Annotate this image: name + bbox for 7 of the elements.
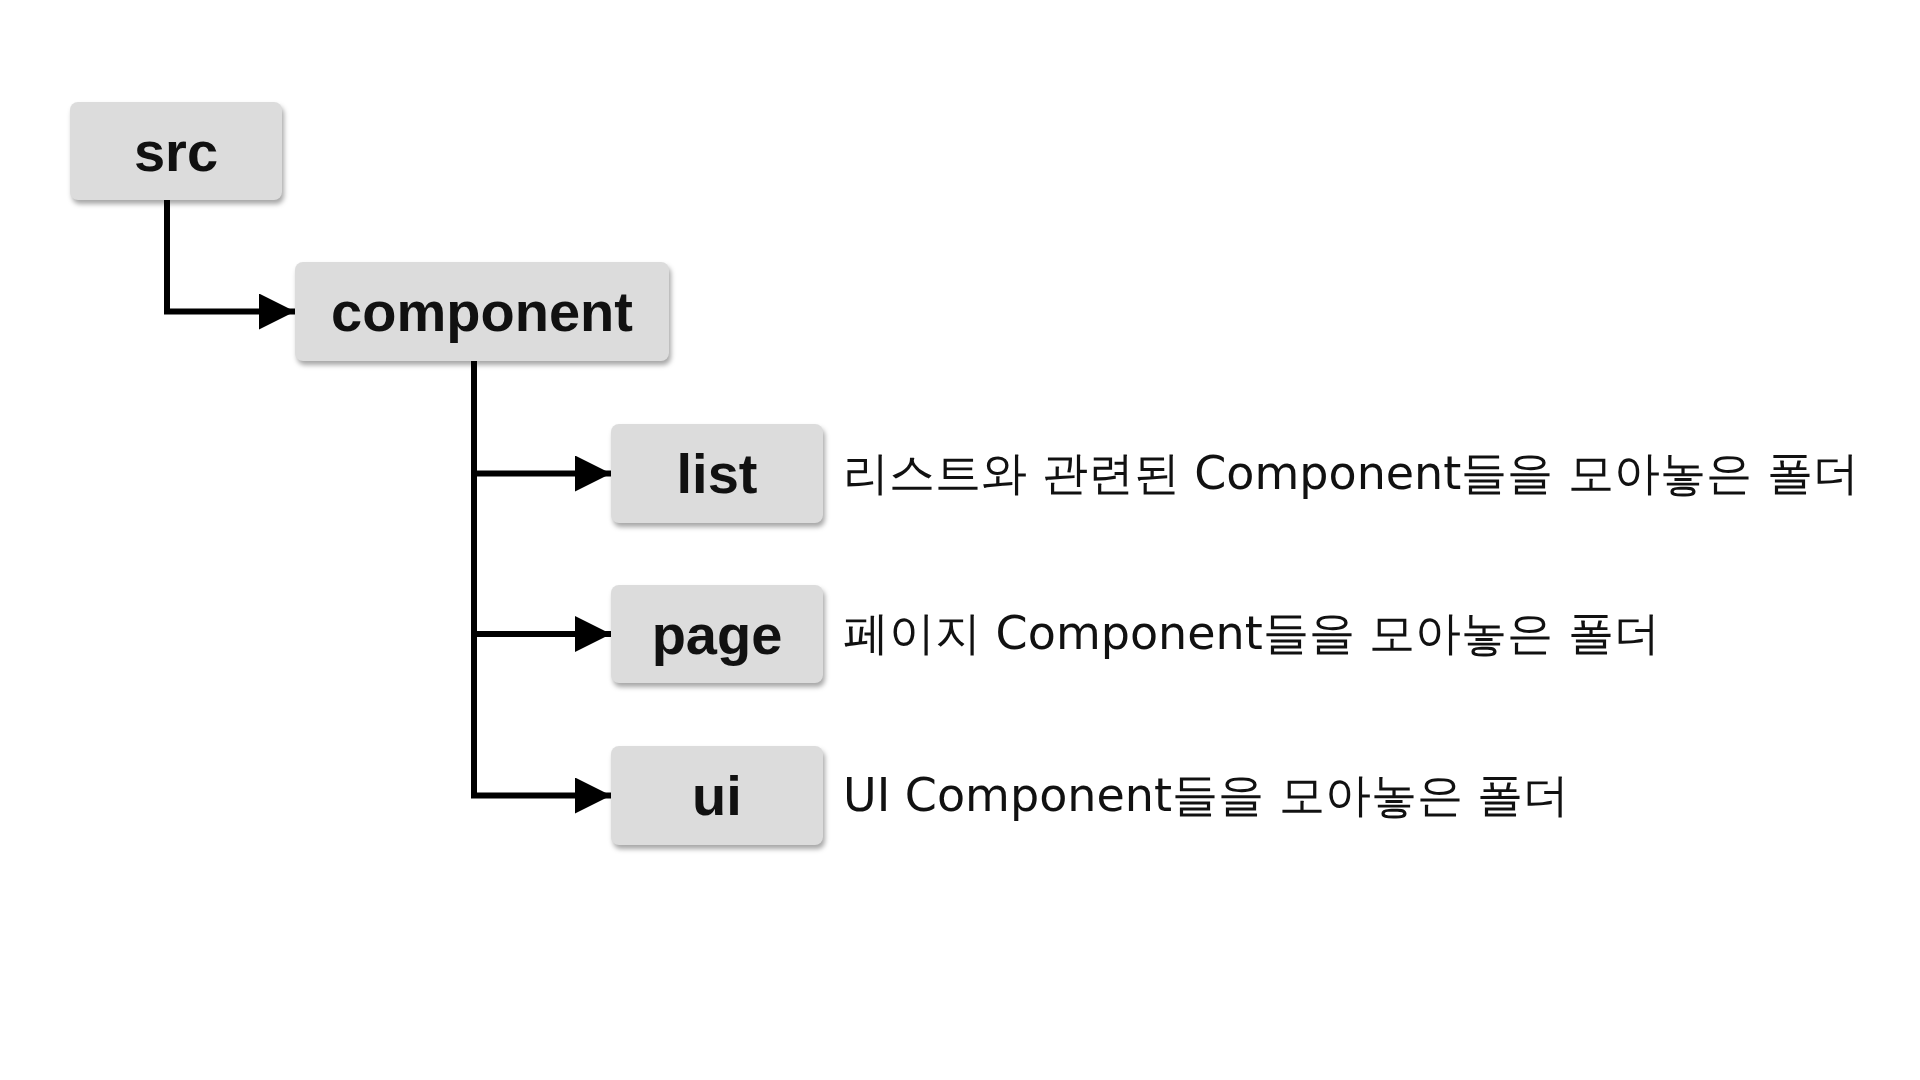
arrow xyxy=(164,200,295,330)
folder-box: page xyxy=(611,585,823,683)
folder-box: ui xyxy=(611,746,823,845)
folder-box: component xyxy=(295,262,669,361)
folder-box: src xyxy=(70,102,282,200)
folder-box: list xyxy=(611,424,823,523)
arrow xyxy=(471,361,611,814)
